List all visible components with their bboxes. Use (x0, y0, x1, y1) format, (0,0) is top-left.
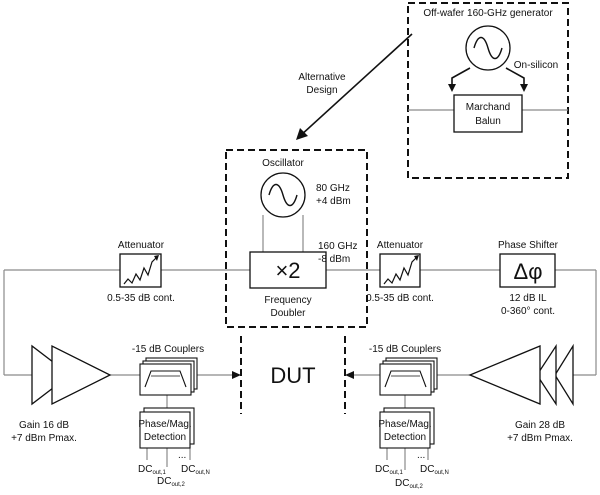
attenuator-left: Attenuator 0.5-35 dB cont. (107, 240, 175, 304)
coupler-left-title: -15 dB Couplers (132, 344, 204, 355)
coupler-right-box (379, 363, 432, 396)
on-silicon-label: On-silicon (514, 60, 558, 71)
marchand-balun-box (453, 94, 523, 133)
dc-out-n-right: DCout,N (420, 464, 449, 476)
oscillator-doubler-group: Oscillator 80 GHz +4 dBm ×2 Frequency Do… (225, 149, 368, 328)
dut-label: DUT (270, 363, 315, 388)
attenuator-left-title: Attenuator (118, 240, 165, 251)
attenuator-right-title: Attenuator (377, 240, 424, 251)
arrow-head (296, 128, 308, 140)
attenuator-left-range: 0.5-35 dB cont. (107, 293, 175, 304)
phase-shifter-symbol: Δφ (514, 259, 543, 284)
alternative-design-arrow: Alternative Design (296, 33, 413, 140)
coupler-right-title: -15 dB Couplers (369, 344, 441, 355)
variable-resistor-icon (123, 257, 157, 285)
sine-icon (268, 183, 298, 207)
attenuator-right: Attenuator 0.5-35 dB cont. (366, 240, 434, 304)
off-wafer-generator: Off-wafer 160-GHz generator On-silicon M… (407, 2, 569, 179)
dc-out-1-right: DCout,1 (375, 464, 403, 476)
doubler-output-power: -8 dBm (318, 254, 350, 265)
generator-title: Off-wafer 160-GHz generator (423, 8, 553, 19)
dc-out-n-left: DCout,N (181, 464, 210, 476)
phase-shifter-range: 0-360° cont. (501, 306, 555, 317)
amplifier-right: Gain 28 dB +7 dBm Pmax. (468, 343, 574, 444)
detection-left-line2: Detection (144, 432, 186, 443)
amplifier-right-stage-1 (554, 343, 574, 407)
attenuator-right-range: 0.5-35 dB cont. (366, 293, 434, 304)
bandpass-icon (384, 370, 427, 388)
balun-label-line2: Balun (475, 116, 501, 127)
dut: DUT (232, 336, 354, 414)
dc-out-1-left: DCout,1 (138, 464, 166, 476)
balun-label-line1: Marchand (466, 102, 510, 113)
oscillator-label: Oscillator (262, 158, 304, 169)
doubler-label-line1: Frequency (264, 295, 311, 306)
amplifier-right-stage-3 (468, 345, 541, 405)
amplifier-left: Gain 16 dB +7 dBm Pmax. (11, 344, 112, 444)
dc-out-2-right: DCout,2 (395, 478, 423, 490)
detection-left-line1: Phase/Mag. (138, 419, 191, 430)
dc-out-2-left: DCout,2 (157, 476, 185, 488)
dc-ellipsis-left: ... (178, 450, 186, 461)
amplifier-right-gain: Gain 28 dB (515, 420, 565, 431)
detection-right-line2: Detection (384, 432, 426, 443)
coupler-left: -15 dB Couplers Phase/Mag. Detection DCo… (132, 344, 210, 488)
dc-ellipsis-right: ... (417, 450, 425, 461)
detection-left-box (139, 411, 191, 449)
phase-shifter-il: 12 dB IL (509, 293, 547, 304)
amplifier-left-stage-2 (51, 344, 112, 406)
alternative-design-line2: Design (306, 85, 337, 96)
phase-shifter: Phase Shifter Δφ 12 dB IL 0-360° cont. (498, 240, 559, 317)
phase-shifter-title: Phase Shifter (498, 240, 559, 251)
amplifier-right-pmax: +7 dBm Pmax. (507, 433, 573, 444)
oscillator-frequency: 80 GHz (316, 183, 350, 194)
frequency-doubler-box (249, 251, 327, 289)
doubler-output-frequency: 160 GHz (318, 241, 357, 252)
coupler-right: -15 dB Couplers Phase/Mag. Detection DCo… (369, 344, 449, 490)
bandpass-icon (144, 370, 187, 388)
doubler-symbol: ×2 (275, 258, 300, 283)
amplifier-left-pmax: +7 dBm Pmax. (11, 433, 77, 444)
detection-right-box (379, 411, 431, 449)
amplifier-right-stage-2 (536, 343, 557, 407)
phase-shifter-box (499, 253, 556, 288)
amplifier-left-gain: Gain 16 dB (19, 420, 69, 431)
doubler-label-line2: Doubler (270, 308, 306, 319)
sine-icon (473, 36, 503, 60)
coupler-left-box (139, 363, 192, 396)
oscillator-power: +4 dBm (316, 196, 351, 207)
alternative-design-line1: Alternative (298, 72, 346, 83)
detection-right-line1: Phase/Mag. (378, 419, 431, 430)
variable-resistor-icon (383, 257, 417, 285)
amplifier-left-stage-1 (31, 344, 72, 406)
